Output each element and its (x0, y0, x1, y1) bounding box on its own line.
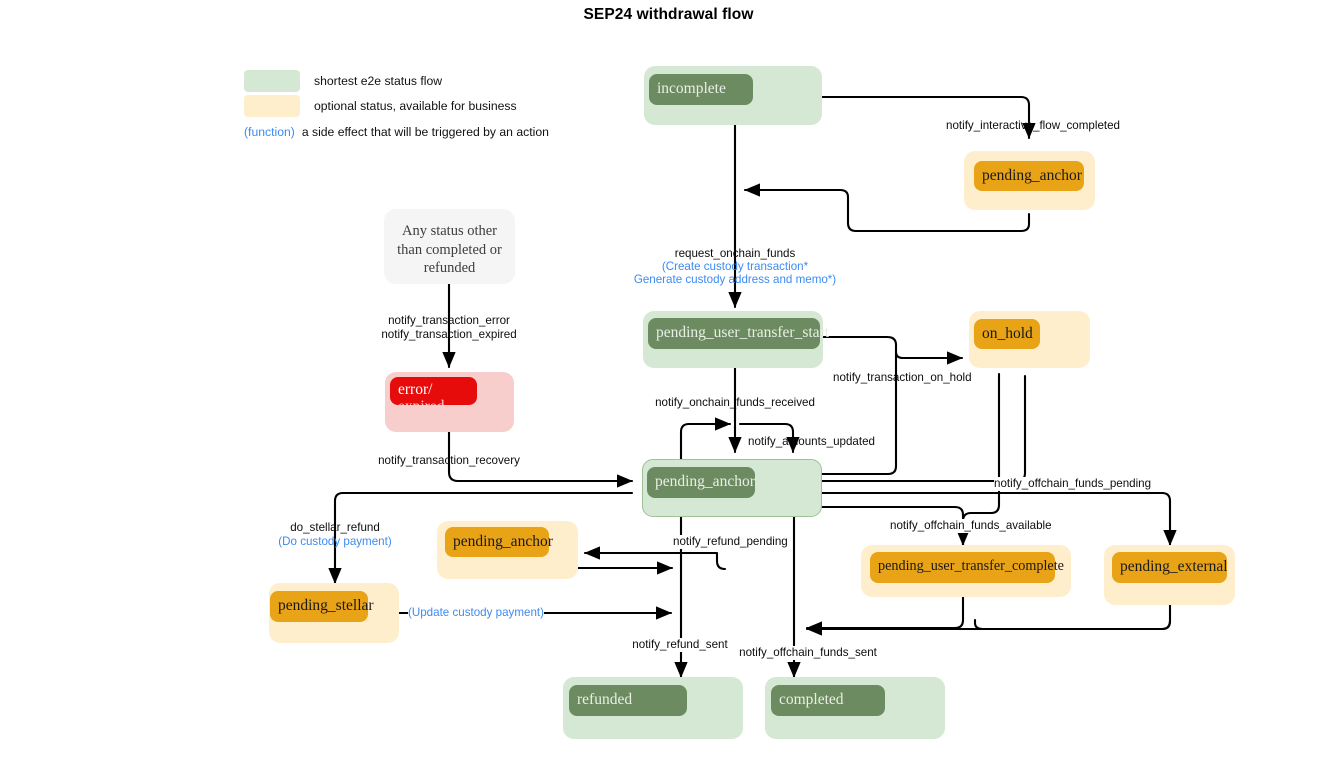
edge-label-notify-offchain-funds-sent: notify_offchain_funds_sent (739, 646, 877, 660)
node-refunded[interactable]: refunded (563, 677, 743, 739)
node-pending-user-transfer-complete-label: pending_user_transfer_complete (870, 552, 1064, 583)
node-pending-anchor-top[interactable]: pending_anchor (964, 151, 1095, 210)
edge-pending-external-down-to-completed (973, 603, 1172, 631)
node-pending-stellar-label: pending_stellar (270, 591, 374, 622)
node-pending-anchor-center-label: pending_anchor (647, 467, 755, 498)
edge-label-update-custody-payment: (Update custody payment) (408, 606, 544, 620)
legend-function-token: (function) (244, 125, 295, 139)
edge-label-request-onchain-funds-fn2: Generate custody address and memo*) (633, 273, 837, 286)
node-completed[interactable]: completed (765, 677, 945, 739)
node-on-hold-label: on_hold (974, 319, 1040, 349)
legend-swatch-orange (244, 95, 300, 117)
legend-row-green: shortest e2e status flow (244, 70, 442, 92)
node-pending-anchor-center[interactable]: pending_anchor (642, 459, 822, 517)
node-pending-stellar[interactable]: pending_stellar (269, 583, 399, 643)
legend-label-function: a side effect that will be triggered by … (301, 125, 549, 139)
node-pending-external-label: pending_external (1112, 552, 1228, 583)
node-pending-user-transfer-start-label: pending_user_transfer_start (648, 318, 829, 349)
edge-label-request-onchain-funds: request_onchain_funds (674, 247, 796, 260)
edge-puts-to-on-hold (820, 335, 964, 365)
legend-row-orange: optional status, available for business (244, 95, 517, 117)
edge-label-notify-interactive-flow-completed: notify_interactive_flow_completed (946, 119, 1121, 132)
node-any-status-note: Any status other than completed or refun… (384, 209, 515, 284)
edge-label-do-stellar-refund: do_stellar_refund (290, 521, 380, 534)
edge-label-do-stellar-refund-fn: (Do custody payment) (278, 535, 392, 548)
edge-pending-anchor-right-up (820, 374, 1027, 483)
edge-label-notify-offchain-funds-available: notify_offchain_funds_available (890, 519, 1052, 533)
edge-pending-anchor-to-pending-anchor-refund (583, 546, 727, 571)
node-error-label-line1: error/ (398, 381, 433, 398)
node-pending-user-transfer-start[interactable]: pending_user_transfer_start (643, 311, 829, 368)
diagram-title: SEP24 withdrawal flow (583, 6, 754, 23)
node-pending-anchor-top-label: pending_anchor (974, 161, 1084, 191)
node-error-label-line2: expired (398, 398, 445, 415)
edge-label-notify-refund-pending: notify_refund_pending (673, 535, 788, 549)
edge-label-notify-transaction-recovery: notify_transaction_recovery (378, 454, 520, 467)
edge-label-request-onchain-funds-fn1: (Create custody transaction* (661, 260, 809, 273)
edge-label-notify-transaction-error: notify_transaction_error (388, 314, 510, 327)
node-incomplete[interactable]: incomplete (644, 66, 822, 125)
node-pending-user-transfer-complete[interactable]: pending_user_transfer_complete (861, 545, 1071, 597)
node-any-status-note-label: Any status other than completed or refun… (397, 223, 502, 276)
edge-label-notify-amounts-updated: notify_amounts_updated (748, 435, 875, 448)
legend-row-function: (function) a side effect that will be tr… (244, 121, 549, 143)
node-on-hold[interactable]: on_hold (969, 311, 1090, 368)
node-completed-label: completed (771, 685, 885, 716)
node-pending-external[interactable]: pending_external (1104, 545, 1235, 605)
edge-pending-external-merge (805, 619, 1172, 636)
edge-pending-anchor-self-left (679, 417, 732, 462)
node-pending-anchor-refund[interactable]: pending_anchor (437, 521, 578, 579)
edge-label-notify-transaction-on-hold: notify_transaction_on_hold (833, 371, 972, 384)
node-refunded-label: refunded (569, 685, 687, 716)
legend-label-green: shortest e2e status flow (314, 74, 443, 88)
edge-label-notify-refund-sent: notify_refund_sent (632, 638, 728, 652)
node-pending-anchor-refund-label: pending_anchor (445, 527, 553, 557)
edge-putc-down-to-completed (805, 595, 965, 635)
node-error-expired-label: error/ expired (390, 377, 477, 415)
legend-label-orange: optional status, available for business (314, 99, 517, 113)
edge-label-notify-transaction-expired: notify_transaction_expired (381, 328, 517, 341)
node-incomplete-label: incomplete (649, 74, 753, 105)
legend-swatch-green (244, 70, 300, 92)
node-error-expired[interactable]: error/ expired (385, 372, 514, 432)
edge-label-notify-onchain-funds-received: notify_onchain_funds_received (655, 396, 815, 409)
edge-label-notify-offchain-funds-pending: notify_offchain_funds_pending (994, 477, 1152, 491)
